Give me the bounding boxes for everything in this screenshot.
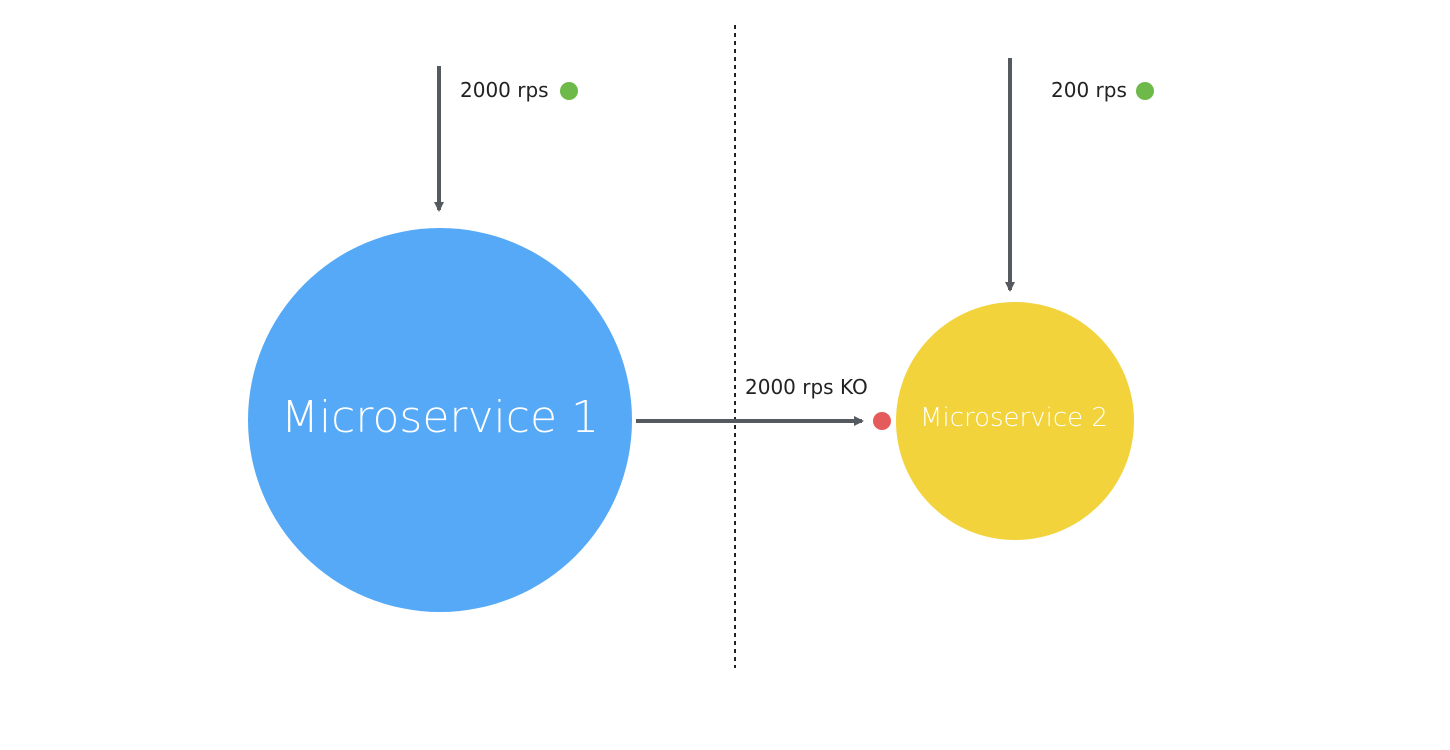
incoming-2-status-dot	[1136, 82, 1154, 100]
microservice-2-node	[896, 302, 1134, 540]
microservice-1-label: Microservice 1	[281, 392, 599, 443]
call-1-to-2-label: 2000 rps KO	[745, 375, 868, 399]
incoming-2-label: 200 rps	[1051, 78, 1127, 102]
call-1-to-2-status-dot	[873, 412, 891, 430]
incoming-1-label: 2000 rps	[460, 78, 549, 102]
microservice-2-label: Microservice 2	[920, 403, 1108, 433]
microservice-1-node	[248, 228, 632, 612]
incoming-1-status-dot	[560, 82, 578, 100]
